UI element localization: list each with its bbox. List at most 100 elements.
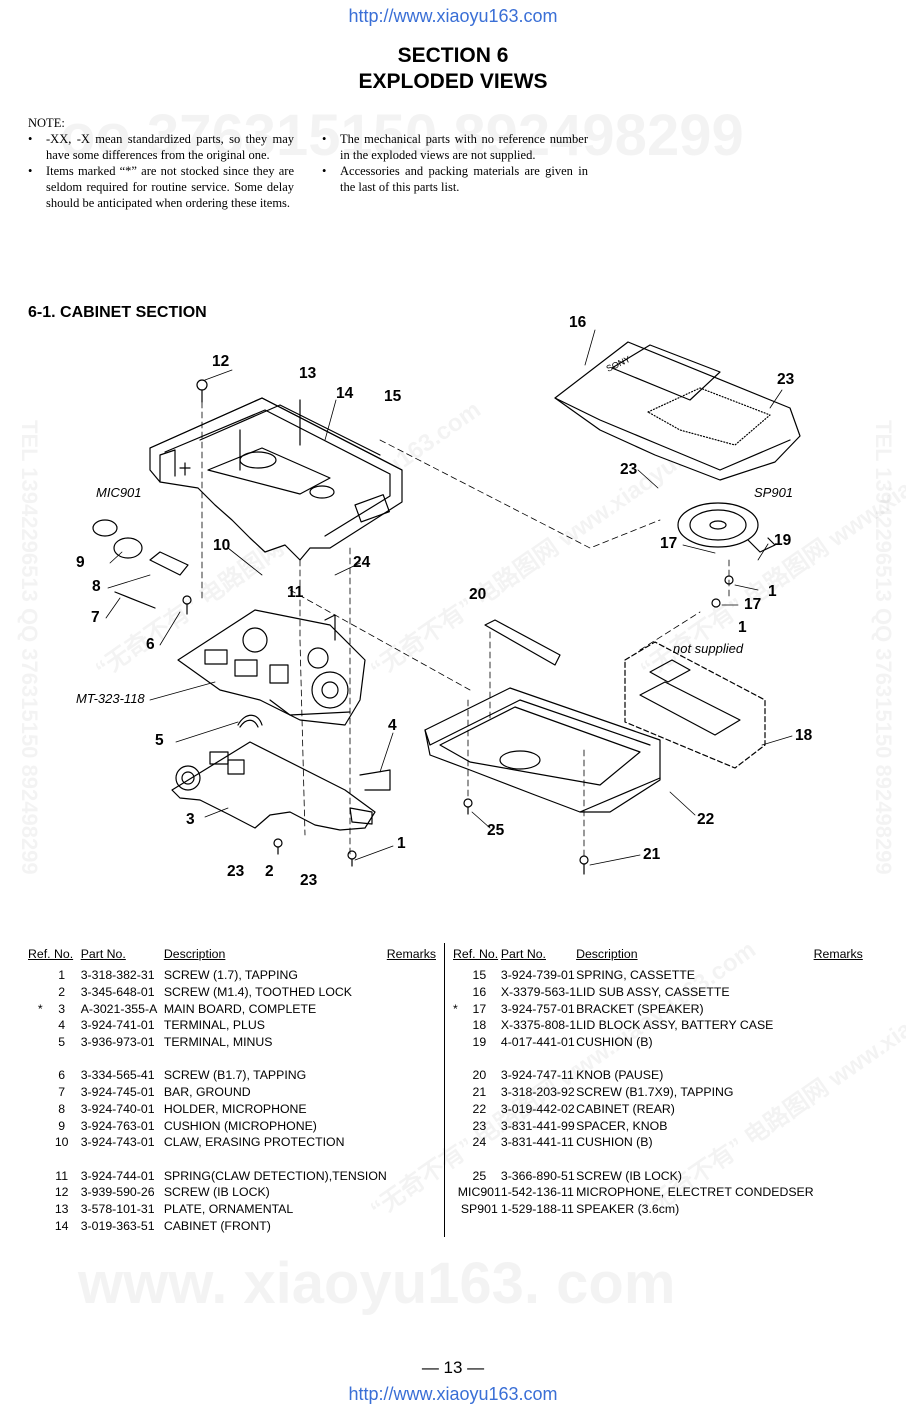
label-mic901: MIC901 — [96, 485, 142, 500]
ref-no: 21 — [472, 1085, 487, 1100]
battery-lid-drawing — [624, 641, 766, 769]
part-no: 3-366-890-51 — [500, 1168, 575, 1183]
stock-mark — [28, 967, 43, 984]
parts-table: Ref. No. Part No. Description Remarks 15… — [453, 947, 863, 1217]
ref-no: 17 — [472, 1001, 487, 1016]
remarks — [387, 1134, 436, 1151]
ref-no: 11 — [55, 1168, 69, 1183]
header-remarks: Remarks — [386, 947, 436, 961]
remarks — [814, 1184, 863, 1201]
description: CUSHION (MICROPHONE) — [163, 1118, 317, 1133]
ref-no: 2 — [58, 985, 66, 1000]
note-item: The mechanical parts with no reference n… — [322, 131, 588, 163]
rear-cabinet-drawing — [424, 687, 661, 813]
remarks — [387, 1000, 436, 1017]
table-row: 10 3-924-743-01 CLAW, ERASING PROTECTION — [28, 1134, 436, 1151]
description: SCREW (B1.7X9), TAPPING — [576, 1085, 734, 1100]
part-no: 3-924-743-01 — [80, 1135, 155, 1150]
remarks — [387, 1117, 436, 1134]
callout-22: 22 — [697, 811, 715, 828]
remarks — [387, 1034, 436, 1051]
ref-no: 10 — [54, 1135, 69, 1150]
note-item: -XX, -X mean standardized parts, so they… — [28, 131, 294, 163]
ref-no: 13 — [54, 1201, 69, 1216]
remarks — [387, 1067, 436, 1084]
remarks — [814, 1034, 863, 1051]
leader-lines — [105, 329, 793, 866]
part-no: 3-924-739-01 — [500, 968, 575, 983]
ref-no: 4 — [58, 1018, 66, 1033]
ref-no: 16 — [472, 985, 487, 1000]
description: TERMINAL, PLUS — [163, 1018, 265, 1033]
description: CUSHION (B) — [576, 1035, 653, 1050]
stock-mark — [28, 1034, 43, 1051]
callout-5: 5 — [155, 732, 164, 749]
remarks — [387, 1101, 436, 1118]
part-no: X-3379-563-1 — [500, 985, 577, 1000]
speaker-drawing — [677, 502, 776, 553]
exploded-view-diagram: SONY — [92, 329, 801, 875]
callout-4: 4 — [388, 717, 397, 734]
ref-no: 24 — [472, 1135, 487, 1150]
stock-mark — [28, 1101, 43, 1118]
ref-no: 6 — [58, 1068, 66, 1083]
label-sp901: SP901 — [754, 485, 794, 500]
row-spacer — [453, 1151, 863, 1168]
part-no: 3-318-203-92 — [500, 1085, 575, 1100]
callout-23-lid-b: 23 — [620, 461, 638, 478]
description: SPRING, CASSETTE — [576, 968, 695, 983]
pause-knob-drawing — [484, 619, 561, 666]
ref-no: 5 — [58, 1035, 66, 1050]
header-desc: Description — [163, 947, 226, 961]
part-no: 3-924-763-01 — [80, 1118, 155, 1133]
callout-17: 17 — [660, 535, 678, 552]
ref-no: 22 — [472, 1101, 487, 1116]
callout-17-b: 17 — [744, 596, 762, 613]
stock-mark — [28, 1167, 43, 1184]
callout-6: 6 — [146, 636, 155, 653]
ref-no: 14 — [54, 1218, 69, 1233]
ref-no: 20 — [472, 1068, 487, 1083]
remarks — [387, 984, 436, 1001]
header-part: Part No. — [500, 947, 546, 961]
callout-9: 9 — [76, 554, 85, 571]
top-url[interactable]: http://www.xiaoyu163.com — [348, 6, 558, 26]
header-ref: Ref. No. — [28, 947, 74, 961]
note-right-column: The mechanical parts with no reference n… — [322, 131, 588, 195]
section-heading: SECTION 6 — [397, 44, 509, 67]
description: TERMINAL, MINUS — [163, 1035, 273, 1050]
callout-18: 18 — [795, 727, 813, 744]
description: CLAW, ERASING PROTECTION — [163, 1135, 345, 1150]
callout-11: 11 — [287, 584, 304, 601]
part-no: 3-924-745-01 — [80, 1085, 155, 1100]
remarks — [814, 1167, 863, 1184]
part-no: 3-939-590-26 — [80, 1185, 155, 1200]
main-board-drawing — [171, 741, 376, 831]
stock-mark — [28, 1117, 43, 1134]
stock-mark — [28, 1134, 43, 1151]
ref-no: 15 — [472, 968, 487, 983]
part-no: 3-831-441-99 — [500, 1118, 575, 1133]
bottom-url[interactable]: http://www.xiaoyu163.com — [348, 1384, 558, 1404]
ref-no: 18 — [472, 1018, 487, 1033]
parts-table-right: Ref. No. Part No. Description Remarks 15… — [453, 947, 863, 1217]
part-no: 3-831-441-11 — [500, 1135, 574, 1150]
remarks — [814, 1084, 863, 1101]
description: PLATE, ORNAMENTAL — [163, 1201, 294, 1216]
stock-mark — [28, 1201, 43, 1218]
description: BAR, GROUND — [163, 1085, 251, 1100]
callout-1-speaker: 1 — [768, 583, 777, 600]
callout-14: 14 — [336, 385, 354, 402]
label-mt-323-118: MT-323-118 — [76, 691, 145, 706]
note-label: NOTE: — [28, 116, 65, 130]
remarks — [814, 1067, 863, 1084]
part-no: 3-334-565-41 — [80, 1068, 155, 1083]
callout-15: 15 — [384, 388, 402, 405]
note-item: Items marked “*” are not stocked since t… — [28, 163, 294, 211]
